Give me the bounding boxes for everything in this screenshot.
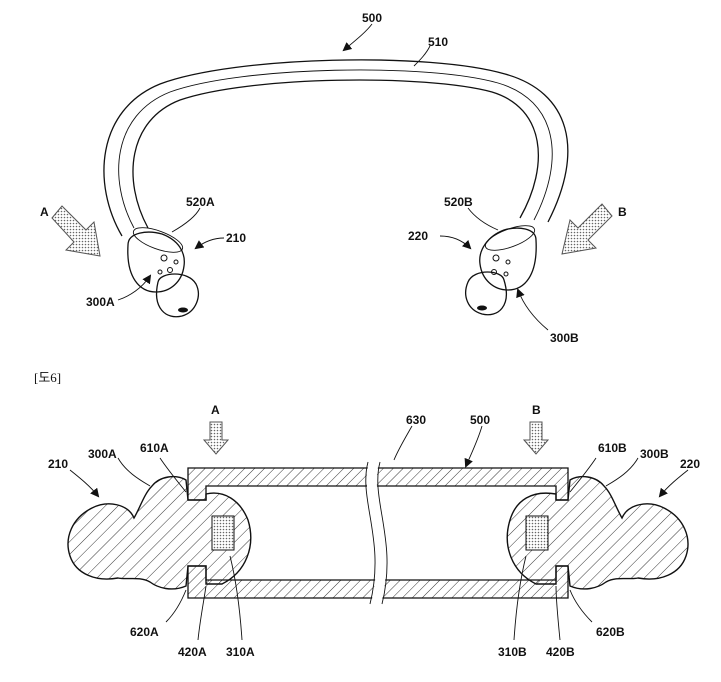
label-620b: 620B <box>596 625 625 639</box>
label-arrow-a-top: A <box>40 205 49 219</box>
section-arrow-a <box>202 421 230 455</box>
label-220-top: 220 <box>408 229 428 243</box>
label-420b: 420B <box>546 645 575 659</box>
label-620a: 620A <box>130 625 159 639</box>
earbud-a <box>127 227 199 318</box>
neckband-inner-edge <box>132 79 539 229</box>
direction-arrow-b <box>561 203 613 255</box>
section-arrow-b <box>522 421 550 455</box>
label-310a: 310A <box>226 645 255 659</box>
break-line <box>365 461 376 605</box>
label-500-section: 500 <box>470 413 490 427</box>
magnet-420b <box>525 515 549 551</box>
label-520b: 520B <box>444 195 473 209</box>
label-630: 630 <box>406 413 426 427</box>
top-view: 500 510 520A 210 300A 520B 220 300B A B <box>40 11 627 345</box>
label-310b: 310B <box>498 645 527 659</box>
section-view: A B 500 630 210 300A 610A 610B 300B 220 … <box>48 403 700 659</box>
label-610a: 610A <box>140 441 169 455</box>
label-300b-section: 300B <box>640 447 669 461</box>
neckband-ridge-line <box>118 69 553 229</box>
label-210-section: 210 <box>48 457 68 471</box>
label-500-top: 500 <box>362 11 382 25</box>
label-300b-top: 300B <box>550 331 579 345</box>
label-510: 510 <box>428 35 448 49</box>
earbud-b <box>465 225 537 316</box>
neckband-outer-edge <box>103 59 569 237</box>
label-610b: 610B <box>598 441 627 455</box>
figure-caption: [도6] <box>34 370 61 385</box>
label-520a: 520A <box>186 195 215 209</box>
label-300a-top: 300A <box>86 295 115 309</box>
label-300a-section: 300A <box>88 447 117 461</box>
label-220-section: 220 <box>680 457 700 471</box>
label-210-top: 210 <box>226 231 246 245</box>
label-arrow-a-section: A <box>211 403 220 417</box>
label-arrow-b-top: B <box>618 205 627 219</box>
earbud-a-section <box>67 475 252 590</box>
earbud-b-section <box>506 475 689 590</box>
label-arrow-b-section: B <box>532 403 541 417</box>
magnet-420a <box>211 515 235 551</box>
direction-arrow-a <box>51 205 101 257</box>
label-420a: 420A <box>178 645 207 659</box>
